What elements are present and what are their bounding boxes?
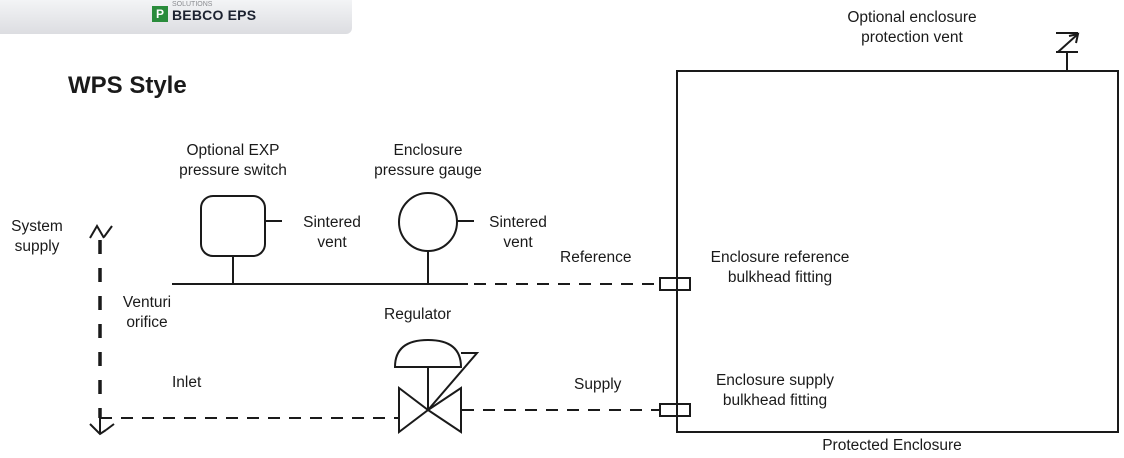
logo-brand: BEBCO EPS — [172, 7, 257, 23]
pressure-gauge-icon — [398, 192, 474, 284]
label-enclosure-supply-fitting: Enclosure supply bulkhead fitting — [715, 372, 835, 409]
supply-bulkhead-icon — [659, 403, 691, 417]
label-optional-vent: Optional enclosure protection vent — [847, 9, 977, 46]
label-enclosure-gauge: Enclosure pressure gauge — [374, 142, 482, 179]
label-protected-enclosure: Protected Enclosure — [822, 437, 962, 454]
logo-small-text: SOLUTIONS — [172, 1, 213, 8]
pressure-switch-icon — [200, 195, 282, 284]
protection-vent-icon — [1056, 32, 1080, 71]
diagram-title: WPS Style — [68, 72, 187, 99]
label-sintered-vent-switch: Sintered vent — [303, 214, 361, 251]
label-reference: Reference — [560, 249, 632, 266]
label-sintered-vent-gauge: Sintered vent — [489, 214, 547, 251]
label-supply: Supply — [574, 376, 622, 393]
system-supply-line — [89, 224, 115, 436]
label-regulator: Regulator — [384, 306, 452, 323]
label-system-supply: System supply — [11, 218, 63, 255]
label-optional-exp-switch: Optional EXP pressure switch — [179, 142, 287, 179]
label-enclosure-reference-fitting: Enclosure reference bulkhead fitting — [710, 249, 850, 286]
reference-bulkhead-icon — [659, 277, 691, 291]
regulator-icon — [393, 338, 480, 435]
logo-banner: P SOLUTIONS BEBCO EPS — [0, 0, 352, 34]
logo-mark-icon: P — [152, 6, 168, 22]
label-venturi-orifice: Venturi orifice — [122, 294, 172, 331]
label-inlet: Inlet — [172, 374, 202, 391]
protected-enclosure-box — [676, 70, 1119, 433]
